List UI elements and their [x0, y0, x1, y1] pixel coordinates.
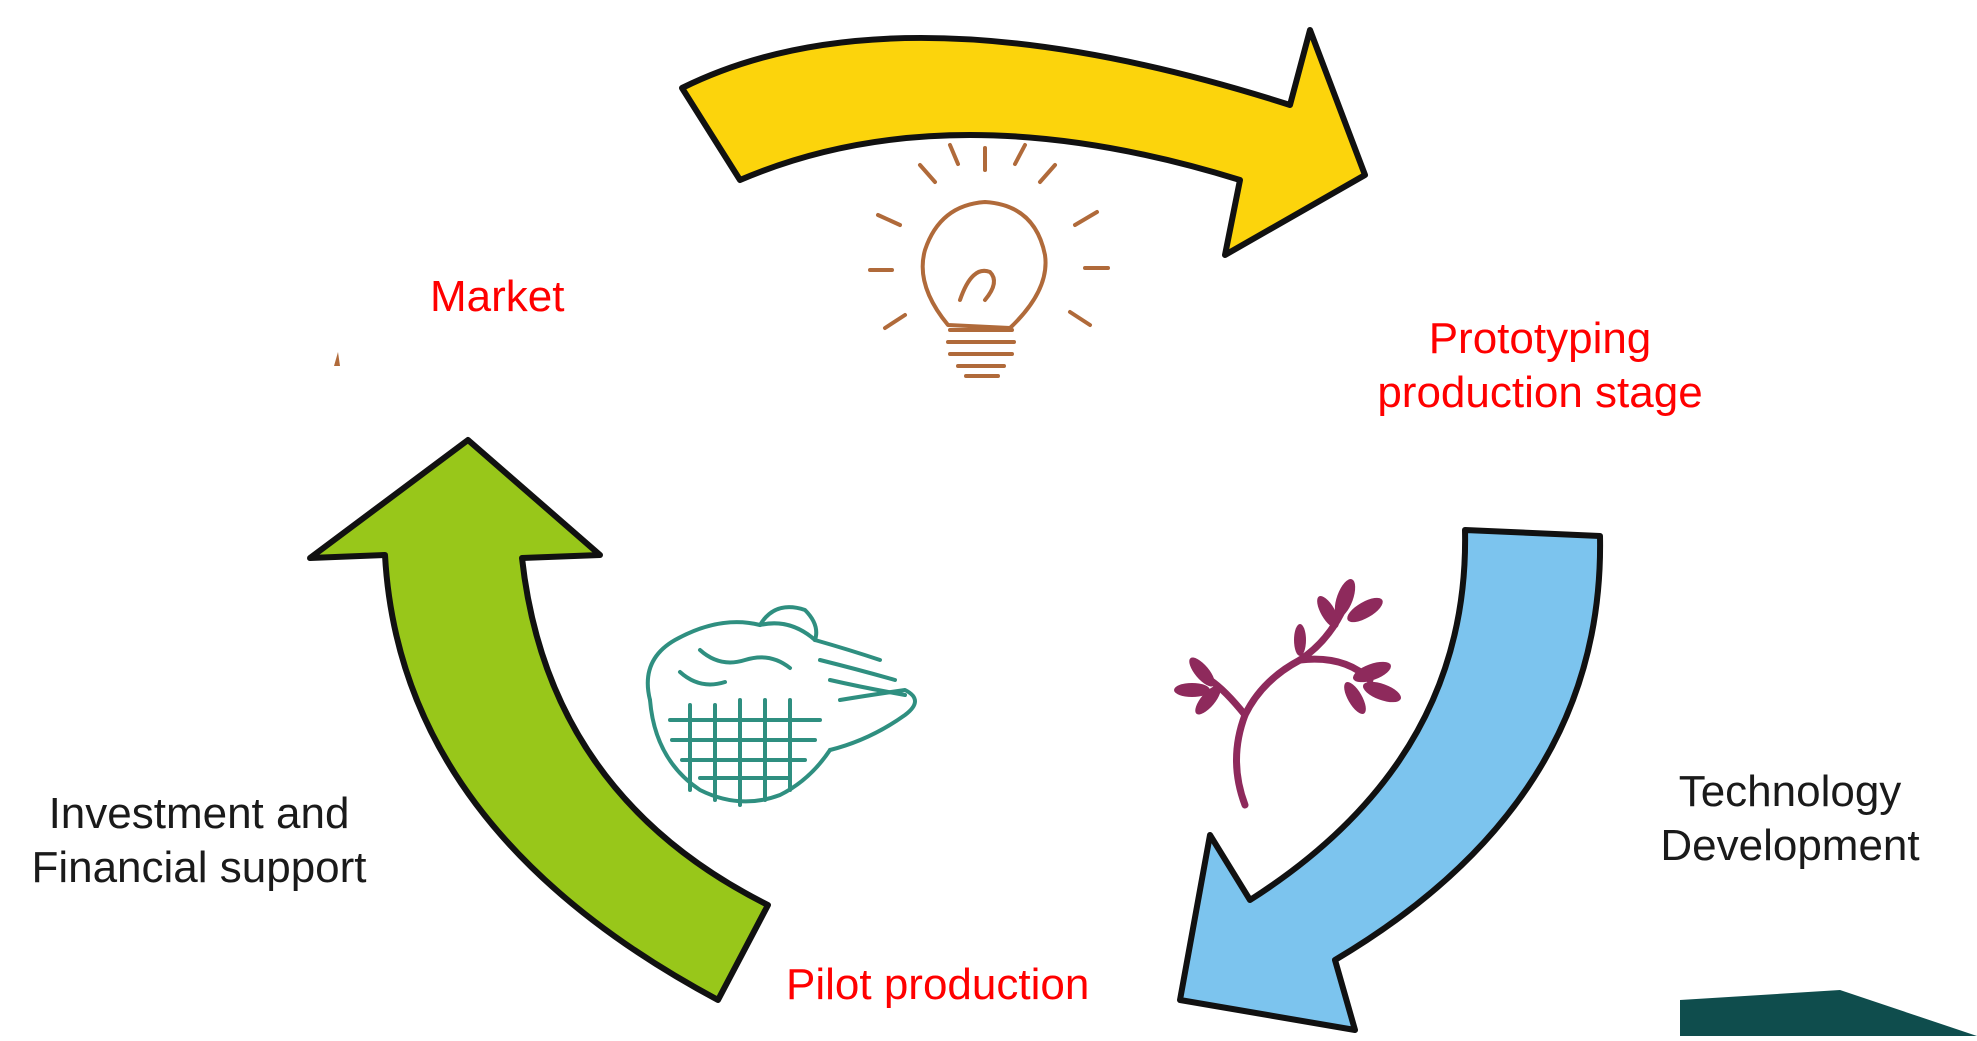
arrow-pilot-to-market: [307, 437, 771, 1003]
arrow-prototyping-to-pilot: [1177, 527, 1604, 1033]
side-label-investment: Investment and Financial support: [0, 787, 398, 895]
stage-label-prototyping: Prototyping production stage: [1360, 312, 1720, 420]
stage-label-pilot: Pilot production: [786, 960, 1090, 1009]
sprouting-plant-icon: [1174, 579, 1401, 809]
side-label-technology: Technology Development: [1630, 765, 1950, 873]
side-label-technology-line2: Development: [1660, 821, 1920, 870]
cupped-hands-icon: [645, 605, 917, 807]
arrow-market-to-prototyping: [679, 27, 1368, 258]
stray-mark: [334, 352, 340, 366]
side-label-investment-line1: Investment and: [48, 789, 350, 838]
corner-decoration: [1680, 990, 1977, 1036]
stage-label-market: Market: [430, 272, 565, 321]
side-label-technology-line1: Technology: [1678, 767, 1902, 816]
light-bulb-icon: [868, 143, 1110, 378]
stage-label-prototyping-line2: production stage: [1377, 368, 1703, 417]
side-label-investment-line2: Financial support: [31, 843, 367, 892]
stage-label-prototyping-line1: Prototyping: [1428, 314, 1652, 363]
